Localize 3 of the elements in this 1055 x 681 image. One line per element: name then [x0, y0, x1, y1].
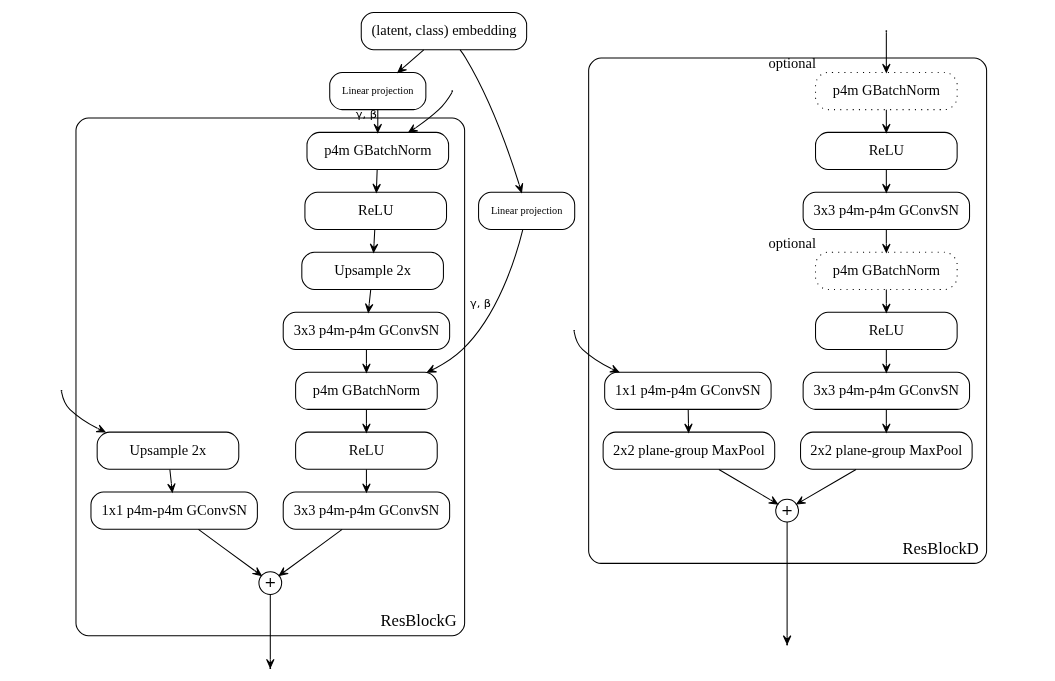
node-label: optional — [768, 55, 816, 72]
node-label: optional — [768, 235, 816, 252]
edge-label: γ, β — [469, 296, 491, 311]
